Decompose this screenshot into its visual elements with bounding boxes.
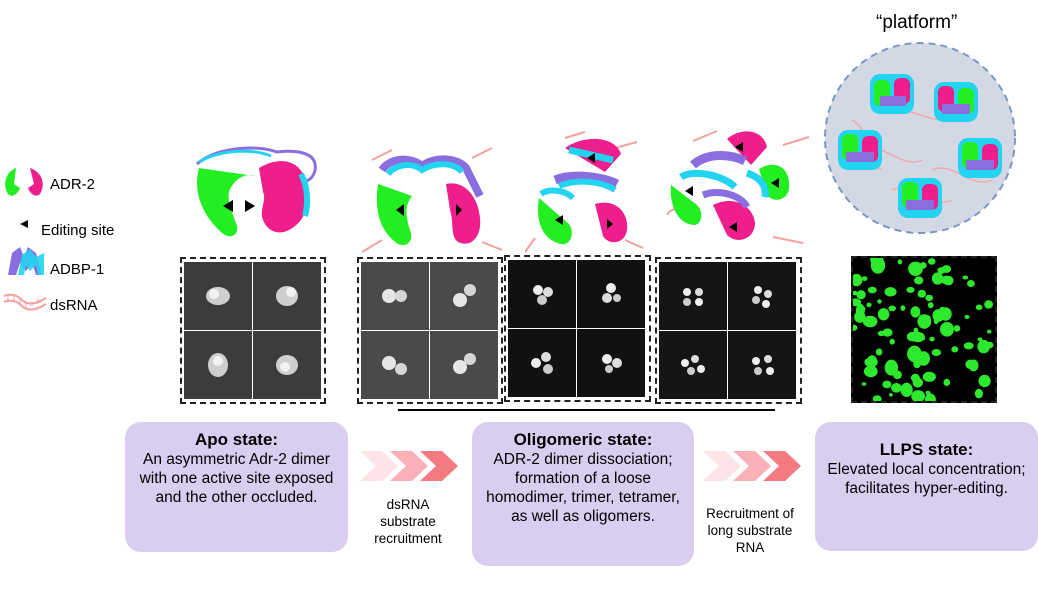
platform-cluster-3 bbox=[838, 130, 882, 170]
em-panel-dimer bbox=[357, 257, 503, 404]
em-class-image bbox=[508, 329, 576, 397]
oligomeric-state-box: Oligomeric state: ADR-2 dimer dissociati… bbox=[472, 422, 694, 566]
em-class-image bbox=[577, 329, 645, 397]
apo-state-box: Apo state: An asymmetric Adr-2 dimer wit… bbox=[125, 422, 348, 552]
em-class-image bbox=[430, 331, 498, 399]
em-class-image bbox=[253, 262, 321, 330]
oligomeric-dimer-cartoon bbox=[362, 147, 502, 253]
em-class-image bbox=[361, 331, 429, 399]
platform-cluster-1 bbox=[870, 74, 914, 114]
transition-label-2: Recruitment of long substrate RNA bbox=[706, 506, 794, 555]
platform-cluster-2 bbox=[934, 82, 978, 122]
apo-dimer-cartoon bbox=[196, 146, 317, 237]
em-class-image bbox=[361, 262, 429, 330]
adr2-legend-icon bbox=[5, 168, 43, 196]
adr2-legend-label: ADR-2 bbox=[50, 176, 96, 193]
llps-state-description: Elevated local concentration; facilitate… bbox=[827, 461, 1026, 497]
adbp1-legend-icon bbox=[8, 247, 44, 275]
em-class-image bbox=[728, 331, 796, 399]
llps-platform-droplet bbox=[824, 42, 1016, 234]
oligomeric-state-description: ADR-2 dimer dissociation; formation of a… bbox=[486, 451, 680, 525]
em-panel-apo bbox=[180, 257, 326, 404]
em-class-image bbox=[253, 331, 321, 399]
em-class-image bbox=[184, 331, 252, 399]
oligomeric-bracket-line bbox=[398, 409, 775, 411]
transition-chevrons-2 bbox=[703, 451, 801, 481]
oligomeric-trimer-cartoon bbox=[525, 131, 644, 253]
em-class-image bbox=[184, 262, 252, 330]
oligomeric-tetramer-cartoon bbox=[666, 130, 810, 244]
llps-fluorescence-panel bbox=[848, 250, 997, 406]
em-class-image bbox=[577, 260, 645, 328]
platform-label: “platform” bbox=[876, 12, 958, 33]
em-class-image bbox=[728, 262, 796, 330]
platform-cluster-5 bbox=[898, 178, 942, 218]
em-class-image bbox=[659, 331, 727, 399]
em-class-image bbox=[430, 262, 498, 330]
llps-state-box: LLPS state: Elevated local concentration… bbox=[815, 422, 1038, 551]
llps-droplet-image bbox=[848, 250, 994, 406]
adbp1-legend-label: ADBP-1 bbox=[50, 261, 105, 278]
platform-cluster-4 bbox=[958, 138, 1002, 178]
apo-state-title: Apo state: bbox=[194, 430, 279, 449]
dsrna-legend-icon bbox=[3, 293, 47, 311]
transition-chevrons-1 bbox=[360, 451, 458, 481]
editing-site-legend-label: Editing site bbox=[41, 222, 115, 239]
apo-state-description: An asymmetric Adr-2 dimer with one activ… bbox=[139, 451, 334, 506]
em-panel-tetramer bbox=[655, 257, 802, 404]
dsrna-legend-label: dsRNA bbox=[50, 297, 98, 314]
llps-state-title: LLPS state: bbox=[879, 440, 974, 459]
em-panel-trimer bbox=[504, 255, 651, 402]
oligomeric-state-title: Oligomeric state: bbox=[513, 430, 653, 449]
em-class-image bbox=[508, 260, 576, 328]
editing-site-icon bbox=[20, 220, 28, 228]
em-class-image bbox=[659, 262, 727, 330]
transition-label-1: dsRNA substrate recruitment bbox=[374, 497, 442, 546]
